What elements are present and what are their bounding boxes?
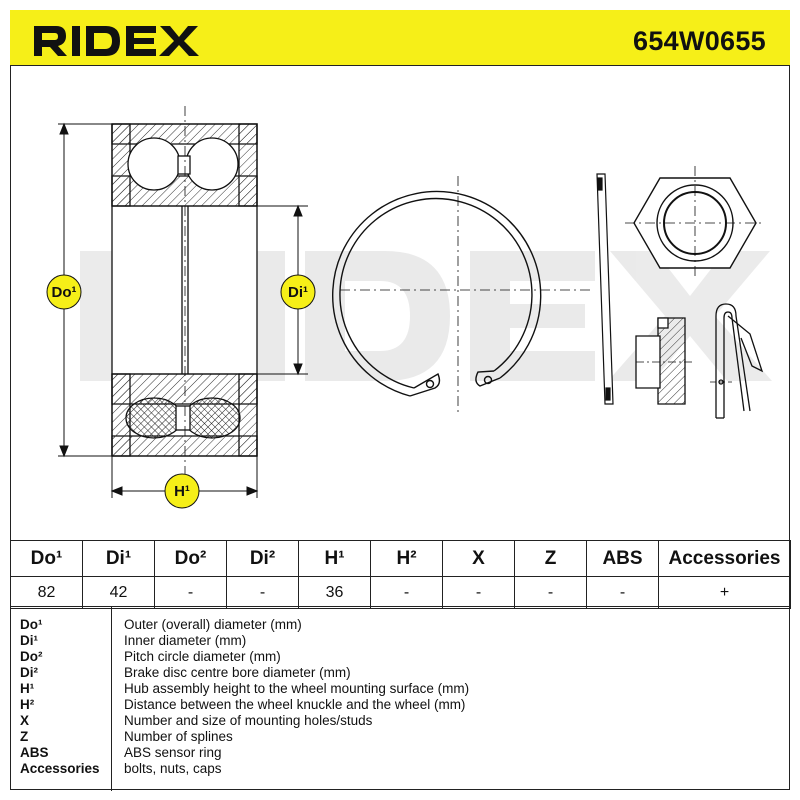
value-do1: 82 (10, 576, 83, 609)
callout-h1: H¹ (164, 473, 200, 509)
legend-desc: Pitch circle diameter (mm) (124, 649, 281, 664)
legend-item: Z Number of splines (10, 729, 790, 745)
legend-item: ABS ABS sensor ring (10, 745, 790, 761)
part-number: 654W0655 (633, 26, 766, 56)
col-header-do2: Do² (154, 540, 227, 577)
spec-header-row: Do¹ Di¹ Do² Di² H¹ H² X Z ABS Accessorie… (10, 540, 791, 577)
legend-key: ABS (20, 745, 49, 760)
legend-item: Accessories bolts, nuts, caps (10, 761, 790, 777)
legend-desc: Inner diameter (mm) (124, 633, 247, 648)
legend: Do¹ Outer (overall) diameter (mm) Di¹ Inne… (10, 606, 790, 791)
legend-item: X Number and size of mounting holes/studs (10, 713, 790, 729)
hex-nut (625, 166, 765, 280)
legend-item: H¹ Hub assembly height to the wheel mount… (10, 681, 790, 697)
col-header-z: Z (514, 540, 587, 577)
hub-cap (635, 317, 692, 405)
value-accessories: + (658, 576, 791, 609)
legend-key: Di² (20, 665, 38, 680)
col-header-x: X (442, 540, 515, 577)
callout-do1: Do¹ (46, 274, 82, 310)
legend-key: Z (20, 729, 29, 744)
value-h2: - (370, 576, 443, 609)
legend-key: Di¹ (20, 633, 38, 648)
callout-di1: Di¹ (280, 274, 316, 310)
callout-h1-label: H¹ (174, 483, 190, 500)
legend-key: Do¹ (20, 617, 43, 632)
callout-di1-label: Di¹ (288, 284, 308, 301)
legend-item: H² Distance between the wheel knuckle and… (10, 697, 790, 713)
spec-value-row: 82 42 - - 36 - - - - + (10, 576, 791, 609)
col-header-accessories: Accessories (658, 540, 791, 577)
legend-item: Di² Brake disc centre bore diameter (mm) (10, 665, 790, 681)
value-do2: - (154, 576, 227, 609)
circlip-side-view (596, 173, 614, 405)
wheel-bearing-section (111, 106, 258, 476)
value-x: - (442, 576, 515, 609)
circlip (332, 176, 590, 416)
col-header-di1: Di¹ (82, 540, 155, 577)
legend-desc: ABS sensor ring (124, 745, 222, 760)
legend-desc: Hub assembly height to the wheel mountin… (124, 681, 470, 696)
split-pin (710, 303, 764, 419)
value-di1: 42 (82, 576, 155, 609)
legend-desc: Brake disc centre bore diameter (mm) (124, 665, 351, 680)
callout-do1-label: Do¹ (52, 284, 77, 301)
col-header-abs: ABS (586, 540, 659, 577)
ridex-logo (34, 26, 199, 56)
legend-desc: bolts, nuts, caps (124, 761, 222, 776)
header-bar: 654W0655 (10, 10, 790, 66)
spec-table: Do¹ Di¹ Do² Di² H¹ H² X Z ABS Accessorie… (10, 540, 791, 609)
legend-item: Do² Pitch circle diameter (mm) (10, 649, 790, 665)
legend-key: X (20, 713, 30, 728)
legend-key: H² (20, 697, 35, 712)
value-abs: - (586, 576, 659, 609)
value-h1: 36 (298, 576, 371, 609)
legend-item: Do¹ Outer (overall) diameter (mm) (10, 617, 790, 633)
technical-drawing: Do¹ Di¹ H¹ (46, 106, 772, 509)
legend-desc: Distance between the wheel knuckle and t… (124, 697, 466, 712)
value-z: - (514, 576, 587, 609)
legend-desc: Number and size of mounting holes/studs (124, 713, 373, 728)
legend-key: Accessories (20, 761, 100, 776)
col-header-di2: Di² (226, 540, 299, 577)
legend-desc: Number of splines (124, 729, 233, 744)
legend-item: Di¹ Inner diameter (mm) (10, 633, 790, 649)
height-dimension (110, 456, 259, 498)
legend-key: Do² (20, 649, 43, 664)
col-header-h2: H² (370, 540, 443, 577)
col-header-do1: Do¹ (10, 540, 83, 577)
legend-divider (111, 607, 112, 791)
col-header-h1: H¹ (298, 540, 371, 577)
value-di2: - (226, 576, 299, 609)
legend-key: H¹ (20, 681, 35, 696)
legend-desc: Outer (overall) diameter (mm) (124, 617, 302, 632)
